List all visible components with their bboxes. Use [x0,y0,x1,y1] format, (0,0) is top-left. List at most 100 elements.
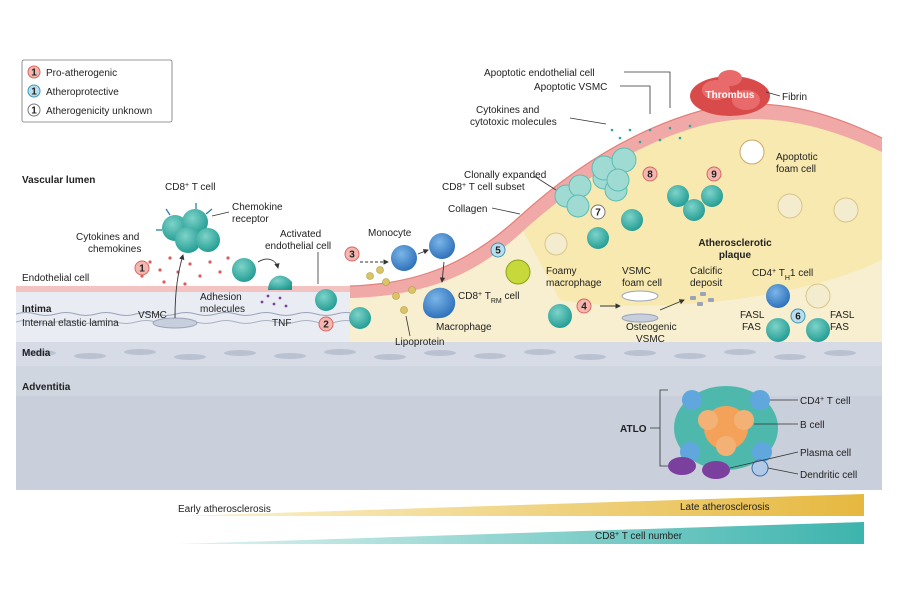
label-vsmc-foam-1: VSMC [622,266,651,277]
tcell-plaque-5 [701,185,723,207]
svg-text:1: 1 [31,87,37,98]
label-foamy-mac-2: macrophage [546,278,602,289]
label-plasma-cell: Plasma cell [800,448,851,459]
label-atlo: ATLO [620,424,647,435]
label-b-cell: B cell [800,420,824,431]
tcell-plaque-4 [683,199,705,221]
tcell-target-2 [806,318,830,342]
tcell-transmigrating [315,289,337,311]
label-vsmc-foam-2: foam cell [622,278,662,289]
media-vsmc-row [24,349,856,360]
chemokine-receptor-icon [156,203,213,231]
label-cd8-tcell: CD8+ T cell [165,182,215,194]
svg-text:3: 3 [349,250,355,261]
legend-box [21,59,173,123]
legend-unknown-label: Atherogenicity unknown [46,106,152,117]
timeline: Early atherosclerosis Late atheroscleros… [178,494,864,544]
cd4-th1-cell-icon [766,284,790,308]
label-activated-ec-1: Activated [280,229,321,240]
label-dendritic-cell: Dendritic cell [800,470,857,481]
svg-text:6: 6 [795,312,801,323]
label-thrombus: Thrombus [706,90,755,101]
apoptotic-foam-cells [739,139,859,223]
label-cytokines-chemokines-2: chemokines [88,244,141,255]
fibrous-cap [350,104,882,299]
label-fasl-right: FASL [830,310,855,321]
label-chemokine-receptor-1: Chemokine [232,202,283,213]
label-apoptotic-foam-1: Apoptotic [776,152,818,163]
svg-text:1: 1 [139,264,145,275]
tcell-target-1 [766,318,790,342]
svg-text:5: 5 [495,246,501,257]
label-cd4-tcell: CD4+ T cell [800,396,850,408]
legend: 1 Pro-atherogenic 1 Atheroprotective 1 A… [21,59,173,123]
label-media: Media [22,348,51,359]
svg-text:2: 2 [323,320,329,331]
label-clonal-2: CD8+ T cell subset [442,182,525,194]
endothelium-flat [16,286,376,292]
label-calcific-1: Calcific [690,266,722,277]
legend-unknown-icon [27,103,41,117]
marker-5 [490,242,506,258]
legend-pro-label: Pro-atherogenic [46,68,117,79]
label-adhesion-1: Adhesion [200,292,242,303]
label-vsmc: VSMC [138,310,167,321]
label-cd8-trm-cell: CD8+ TRM cell [458,291,520,305]
atlo-cluster [668,386,778,479]
marker-6 [790,308,806,324]
foam-cell-target [805,283,831,309]
label-endothelial-cell: Endothelial cell [22,273,89,284]
label-osteogenic-1: Osteogenic [626,322,677,333]
label-collagen: Collagen [448,204,487,215]
svg-text:4: 4 [581,302,587,313]
macrophage-cell [422,287,456,319]
label-calcific-2: deposit [690,278,722,289]
tcell-plaque-1 [587,227,609,249]
label-apoptotic-vsmc: Apoptotic VSMC [534,82,607,93]
tcell-plaque-3 [667,185,689,207]
marker-3 [344,246,360,262]
marker-7 [590,204,606,220]
monocyte-cell [391,245,417,271]
label-apoptotic-foam-2: foam cell [776,164,816,175]
tnf-dots [260,294,288,308]
svg-text:8: 8 [647,170,653,181]
label-foamy-mac-1: Foamy [546,266,577,277]
label-fasl-left: FASL [740,310,765,321]
label-cytokines-chemokines-1: Cytokines and [76,232,139,243]
label-osteogenic-2: VSMC [636,334,665,345]
monocyte-entering [429,233,455,259]
thrombus-icon [690,70,770,116]
label-monocyte: Monocyte [368,228,412,239]
legend-protective-label: Atheroprotective [46,87,119,98]
label-adhesion-2: molecules [200,304,245,315]
label-fibrin: Fibrin [782,92,807,103]
foamy-macrophage-icon [544,232,568,256]
label-intima: Intima [22,304,52,315]
label-tnf: TNF [272,318,291,329]
tcell-plaque-2 [621,209,643,231]
label-late-atherosclerosis: Late atherosclerosis [680,502,770,513]
cd8-tcell-cluster [156,203,220,253]
calcific-deposit-icon [690,292,714,306]
cd8-number-wedge [178,522,864,544]
label-chemokine-receptor-2: receptor [232,214,269,225]
label-cytokines-cytotoxic-1: Cytokines and [476,105,539,116]
tcell-intima-2 [548,304,572,328]
lipoprotein-icon [366,266,416,314]
tcell-adhering [232,258,256,282]
label-adventitia: Adventitia [22,382,71,393]
vsmc-foam-cell-icon [621,290,659,302]
marker-4 [576,298,592,314]
apoptotic-cells [591,147,637,192]
legend-pro-icon [27,65,41,79]
tcell-intima [349,307,371,329]
tcell-rolling [268,275,292,290]
cytotoxic-dots [610,124,692,144]
progression-wedge [178,494,864,516]
label-clonal-1: Clonally expanded [464,170,546,181]
svg-text:9: 9 [711,170,717,181]
marker-1 [134,260,150,276]
label-lipoprotein: Lipoprotein [395,337,444,348]
layer-labels: Vascular lumen Endothelial cell Intima I… [22,175,119,393]
